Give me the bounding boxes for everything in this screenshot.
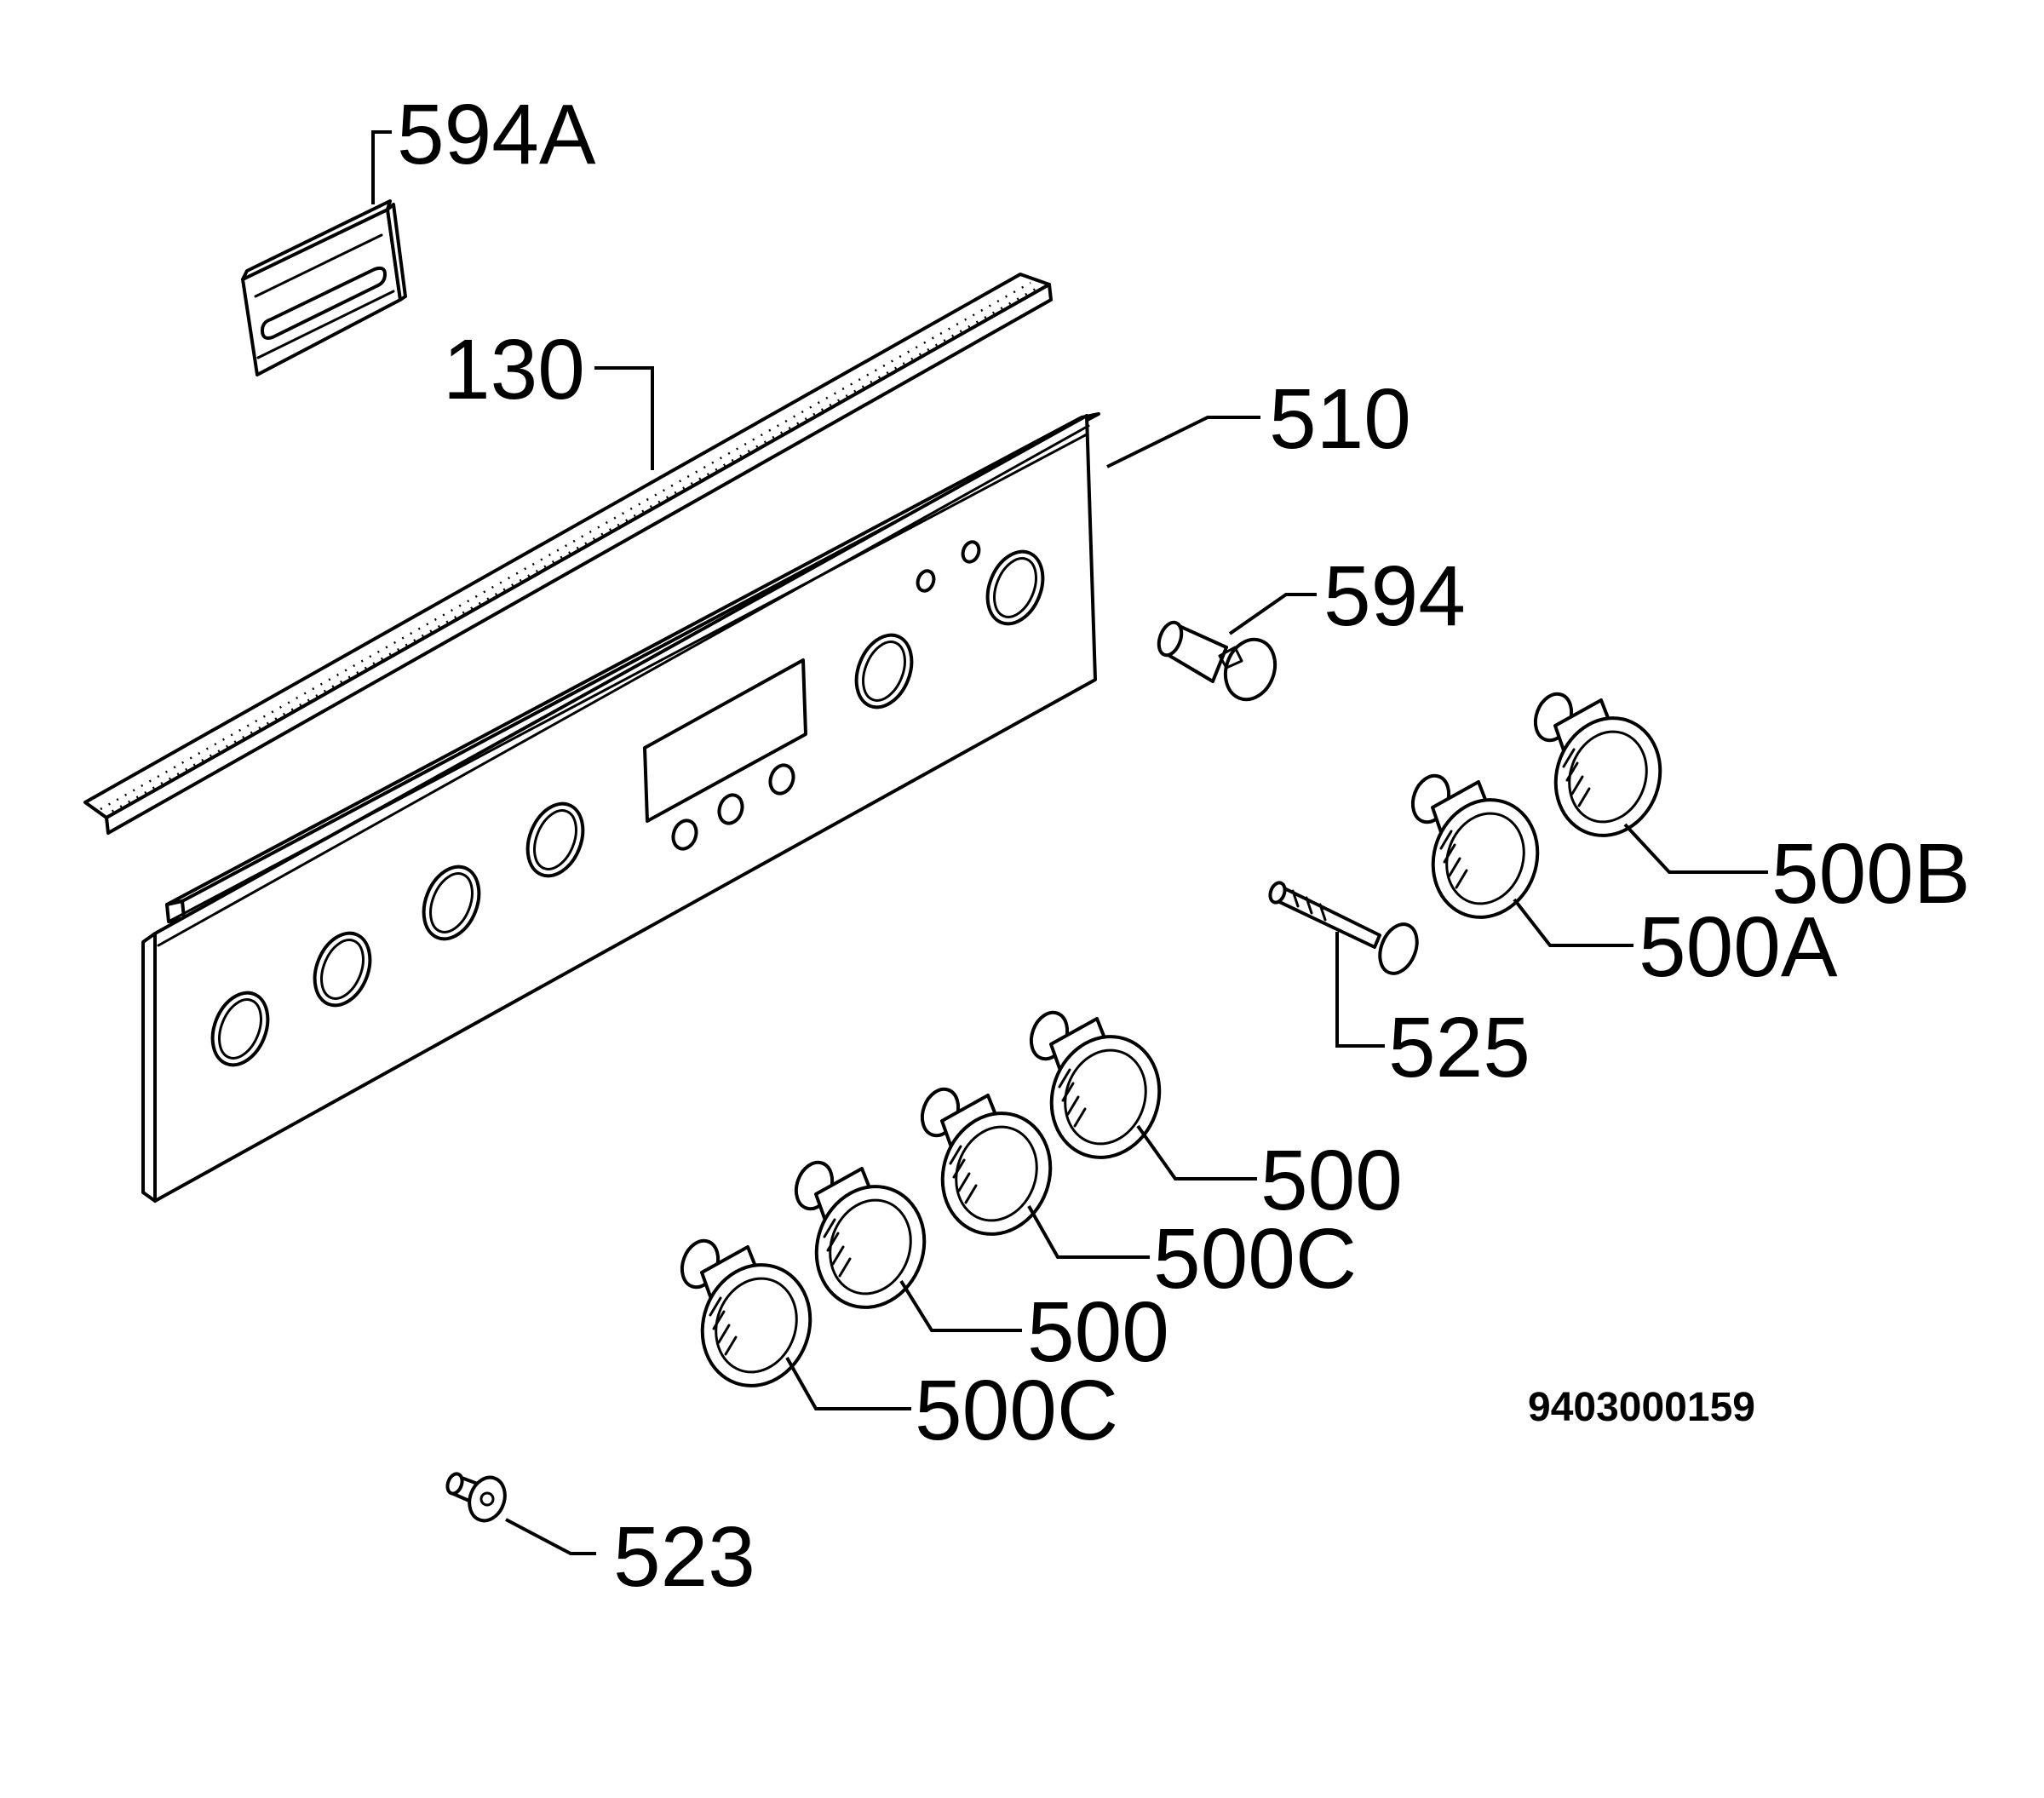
callout-500A: 500A — [1639, 899, 1838, 995]
knob-part-500-top — [1029, 1010, 1162, 1159]
leader-594A — [371, 130, 392, 204]
knob-part-500-middle — [794, 1160, 927, 1309]
callout-523: 523 — [613, 1509, 755, 1605]
leader-500C-bottom — [785, 1357, 911, 1410]
callout-130: 130 — [443, 322, 585, 417]
leader-594 — [1228, 593, 1317, 635]
leader-500-middle — [899, 1279, 1022, 1332]
bracket-part-594A — [241, 199, 407, 376]
seal-strip-part-130 — [83, 273, 1053, 835]
leader-500B — [1623, 823, 1768, 874]
leader-lines — [371, 130, 1768, 1555]
drawing-number: 9403000159 — [1528, 1385, 1755, 1430]
callout-525: 525 — [1388, 1000, 1530, 1095]
leader-510 — [1106, 416, 1260, 468]
callout-510: 510 — [1269, 371, 1411, 467]
knob-part-500A — [1410, 773, 1540, 919]
knob-part-500B — [1533, 692, 1662, 837]
leader-523 — [505, 1518, 596, 1555]
spindle-part-525 — [1268, 881, 1419, 975]
knob-part-500C-bottom — [680, 1238, 812, 1387]
callout-500-top: 500 — [1260, 1133, 1403, 1228]
leader-500C-top — [1027, 1205, 1150, 1259]
callout-594: 594 — [1323, 549, 1466, 644]
leader-130 — [594, 366, 654, 470]
screw-part-523 — [445, 1472, 507, 1523]
callout-500C-bottom: 500C — [915, 1363, 1118, 1458]
leader-500-top — [1136, 1124, 1257, 1180]
callout-500-middle: 500 — [1027, 1284, 1169, 1380]
callout-500C-top: 500C — [1153, 1211, 1357, 1307]
callout-594A: 594A — [397, 87, 596, 182]
knob-part-500C-top — [920, 1087, 1053, 1236]
leader-500A — [1513, 898, 1633, 947]
callout-500B: 500B — [1771, 826, 1971, 922]
control-panel-part-510 — [141, 412, 1100, 1203]
pin-part-594 — [1157, 620, 1278, 702]
leader-525 — [1335, 932, 1385, 1048]
